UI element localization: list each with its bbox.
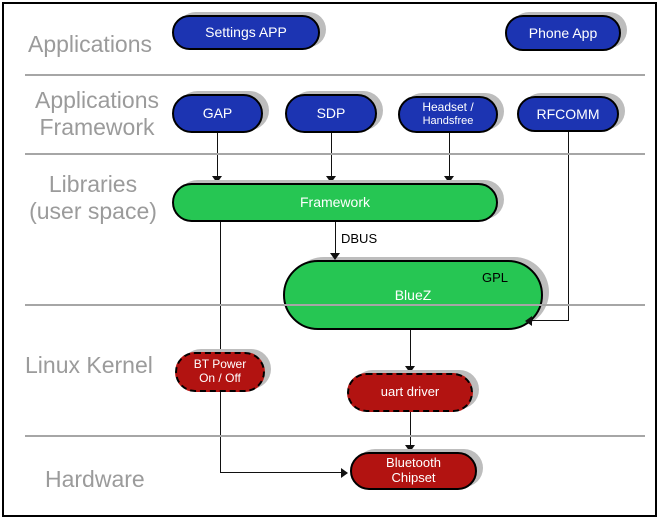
edge-rfcomm-to-bluez-vertical xyxy=(568,132,569,321)
row-label-applications-framework-line2: Framework xyxy=(39,114,155,140)
edge-framework-to-bluez xyxy=(335,222,336,254)
divider-linux-kernel xyxy=(25,435,645,437)
node-bluez-label: BlueZ xyxy=(394,286,432,303)
divider-applications-framework xyxy=(25,153,645,155)
node-bluetooth-chipset: Bluetooth Chipset xyxy=(350,452,477,490)
node-bluez: BlueZ xyxy=(283,260,543,330)
arrowhead-sdp-to-framework xyxy=(326,176,336,183)
row-label-applications-framework: Applications Framework xyxy=(22,87,172,141)
node-uart-driver-label: uart driver xyxy=(380,384,440,400)
arrowhead-gap-to-framework xyxy=(212,176,222,183)
edge-sdp-to-framework xyxy=(331,133,332,177)
node-phone-app: Phone App xyxy=(505,15,621,51)
arrowhead-rfcomm-to-bluez xyxy=(525,316,532,326)
bluez-license-label: GPL xyxy=(482,270,509,285)
row-label-libraries-line1: Libraries xyxy=(48,171,138,197)
row-label-linux-kernel: Linux Kernel xyxy=(25,352,153,378)
edge-gap-to-framework xyxy=(217,133,218,177)
arrowhead-uart-to-chipset xyxy=(405,445,415,452)
node-bt-power: BT Power On / Off xyxy=(175,352,265,392)
node-headset-line2: Handsfree xyxy=(422,115,474,128)
row-label-applications-framework-line1: Applications xyxy=(34,87,160,113)
edge-headset-to-framework xyxy=(449,133,450,177)
row-label-libraries: Libraries (user space) xyxy=(18,171,168,225)
node-bt-power-line2: On / Off xyxy=(199,371,241,385)
node-settings-app-label: Settings APP xyxy=(205,24,287,41)
node-uart-driver: uart driver xyxy=(347,373,473,412)
arrowhead-framework-to-bluez xyxy=(330,253,340,260)
node-rfcomm: RFCOMM xyxy=(517,96,619,132)
node-settings-app: Settings APP xyxy=(172,15,320,50)
node-gap-label: GAP xyxy=(202,105,233,122)
row-label-applications: Applications xyxy=(28,31,153,57)
divider-libraries xyxy=(25,304,645,306)
edge-framework-to-chipset-horizontal xyxy=(220,472,341,473)
node-bt-power-line1: BT Power xyxy=(193,357,247,372)
row-label-libraries-line2: (user space) xyxy=(29,198,157,224)
arrowhead-headset-to-framework xyxy=(444,176,454,183)
node-framework: Framework xyxy=(172,183,498,222)
node-rfcomm-label: RFCOMM xyxy=(536,105,600,122)
node-gap: GAP xyxy=(172,94,263,133)
node-headset-handsfree: Headset / Handsfree xyxy=(398,96,498,133)
edge-rfcomm-to-bluez-horizontal xyxy=(532,320,569,321)
node-bluetooth-chipset-line1: Bluetooth xyxy=(386,455,441,471)
arrowhead-framework-to-chipset xyxy=(341,468,348,478)
node-sdp: SDP xyxy=(285,94,377,133)
edge-bluez-to-uart xyxy=(410,330,411,367)
node-headset-line1: Headset / xyxy=(422,100,474,115)
edge-uart-to-chipset xyxy=(410,412,411,446)
divider-applications xyxy=(25,74,645,76)
edge-label-dbus: DBUS xyxy=(341,231,378,246)
node-framework-label: Framework xyxy=(299,194,370,211)
node-sdp-label: SDP xyxy=(316,105,346,122)
node-bluetooth-chipset-line2: Chipset xyxy=(391,470,436,485)
arrowhead-bluez-to-uart xyxy=(405,366,415,373)
row-label-hardware: Hardware xyxy=(45,466,145,492)
edge-framework-to-chipset-vertical xyxy=(220,222,221,473)
outer-border xyxy=(2,2,657,517)
node-phone-app-label: Phone App xyxy=(528,24,598,41)
